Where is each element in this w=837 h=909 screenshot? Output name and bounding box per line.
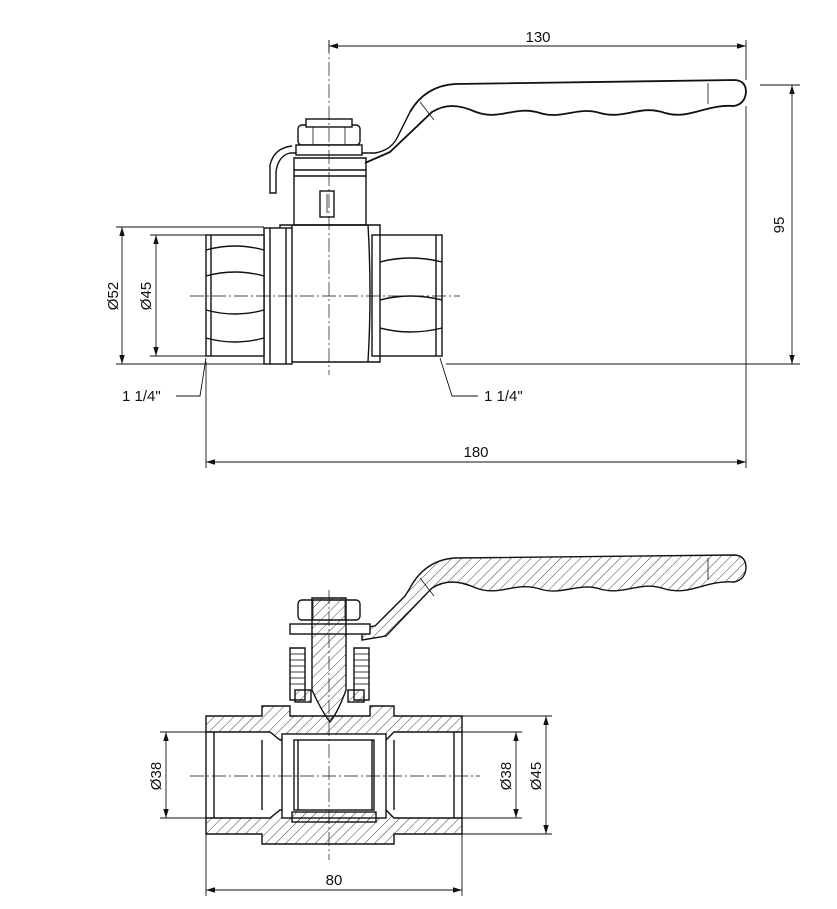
dim-outer-diameter: Ø52: [105, 282, 122, 310]
dim-height: 95: [771, 217, 788, 234]
dim-body-length: 80: [326, 872, 343, 889]
section-view-dimensions: Ø38 Ø38 Ø45 80: [148, 715, 552, 896]
right-hex-port: [371, 234, 443, 357]
dim-inner-diameter: Ø45: [138, 282, 155, 310]
dim-overall-length: 180: [463, 444, 488, 461]
dim-handle-length: 130: [525, 29, 550, 46]
lever-handle: [364, 79, 747, 164]
thread-left-label: 1 1/4": [122, 388, 161, 405]
section-lever-handle: [361, 554, 747, 641]
top-view-dimensions: 130 95 180 Ø52 Ø45 1 1/4" 1 1/4": [105, 29, 800, 468]
left-hex-port: [205, 234, 265, 357]
valve-section-view: [190, 554, 747, 860]
dim-bore-right: Ø38: [498, 762, 515, 790]
valve-body: [279, 224, 381, 363]
section-body: [205, 705, 463, 741]
thread-right-label: 1 1/4": [484, 388, 523, 405]
dim-outer-right: Ø45: [528, 762, 545, 790]
dim-bore-left: Ø38: [148, 762, 165, 790]
valve-side-view: [190, 40, 747, 375]
